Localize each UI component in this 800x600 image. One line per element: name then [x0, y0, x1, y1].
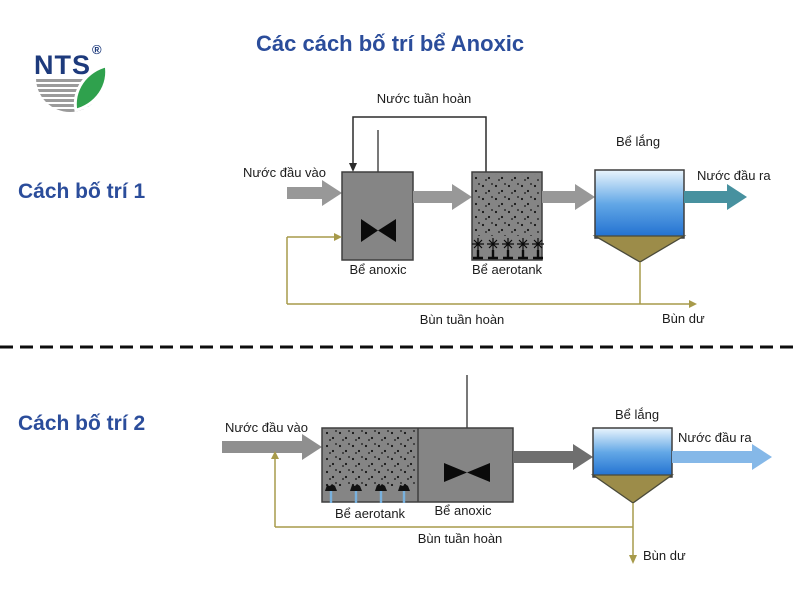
d1-anoxic-tank-label: Bể anoxic: [349, 262, 407, 277]
d1-arrow-anoxic-to-aerotank: [413, 184, 472, 210]
d1-recycle-label: Nước tuần hoàn: [376, 91, 472, 106]
d1-clarifier-tank: [594, 169, 685, 239]
d1-recycle-line: [349, 116, 487, 172]
registered-trademark-icon: ®: [92, 42, 102, 57]
d1-arrow-aerotank-to-clarifier: [542, 184, 595, 210]
d1-mixer-impeller-icon: [361, 219, 396, 242]
d2-clarifier-hopper: [590, 474, 675, 504]
d1-aeration-tank-label: Bể aerotank: [471, 262, 543, 277]
d1-anoxic-tank: [341, 171, 414, 261]
d2-inlet-label: Nước đầu vào: [225, 420, 308, 435]
d1-clarifier-hopper: [592, 235, 687, 263]
section-label-1: Cách bố trí 1: [18, 180, 146, 203]
d2-mixer-impeller-icon: [444, 463, 490, 482]
d2-excess-sludge-label: Bùn dư: [643, 548, 686, 563]
logo-wordmark: NTS: [34, 50, 91, 80]
d1-aeration-bubbles: [474, 174, 540, 236]
d2-aeration-tank-label: Bể aerotank: [334, 506, 406, 521]
d2-sludge-return-line: [271, 451, 637, 564]
d2-inlet-arrow: [222, 434, 322, 460]
d1-inlet-label: Nước đầu vào: [243, 165, 326, 180]
nts-logo: NTS ®: [30, 40, 120, 120]
d1-diffusers: [472, 238, 544, 260]
d1-excess-sludge-label: Bùn dư: [662, 311, 705, 326]
d2-outlet-label: Nước đầu ra: [678, 430, 752, 445]
d2-clarifier-label: Bể lắng: [614, 407, 660, 422]
d1-sludge-return-line: [286, 233, 697, 308]
d2-outlet-arrow: [672, 444, 772, 470]
d2-aeration-bubbles: [324, 430, 416, 486]
d1-inlet-arrow: [287, 180, 342, 206]
d1-outlet-label: Nước đầu ra: [697, 168, 771, 183]
d1-outlet-arrow: [684, 184, 747, 210]
d1-clarifier-label: Bể lắng: [615, 134, 661, 149]
d2-sludge-return-label: Bùn tuần hoàn: [417, 531, 503, 546]
d2-clarifier-tank: [592, 427, 673, 478]
d1-sludge-return-label: Bùn tuần hoàn: [419, 312, 505, 327]
d2-diffusers: [325, 484, 410, 503]
section-label-2: Cách bố trí 2: [18, 412, 146, 435]
d2-arrow-tank-to-clarifier: [513, 444, 593, 470]
d2-anoxic-tank-label: Bể anoxic: [434, 503, 492, 518]
page-title: Các cách bố trí bể Anoxic: [256, 31, 525, 56]
